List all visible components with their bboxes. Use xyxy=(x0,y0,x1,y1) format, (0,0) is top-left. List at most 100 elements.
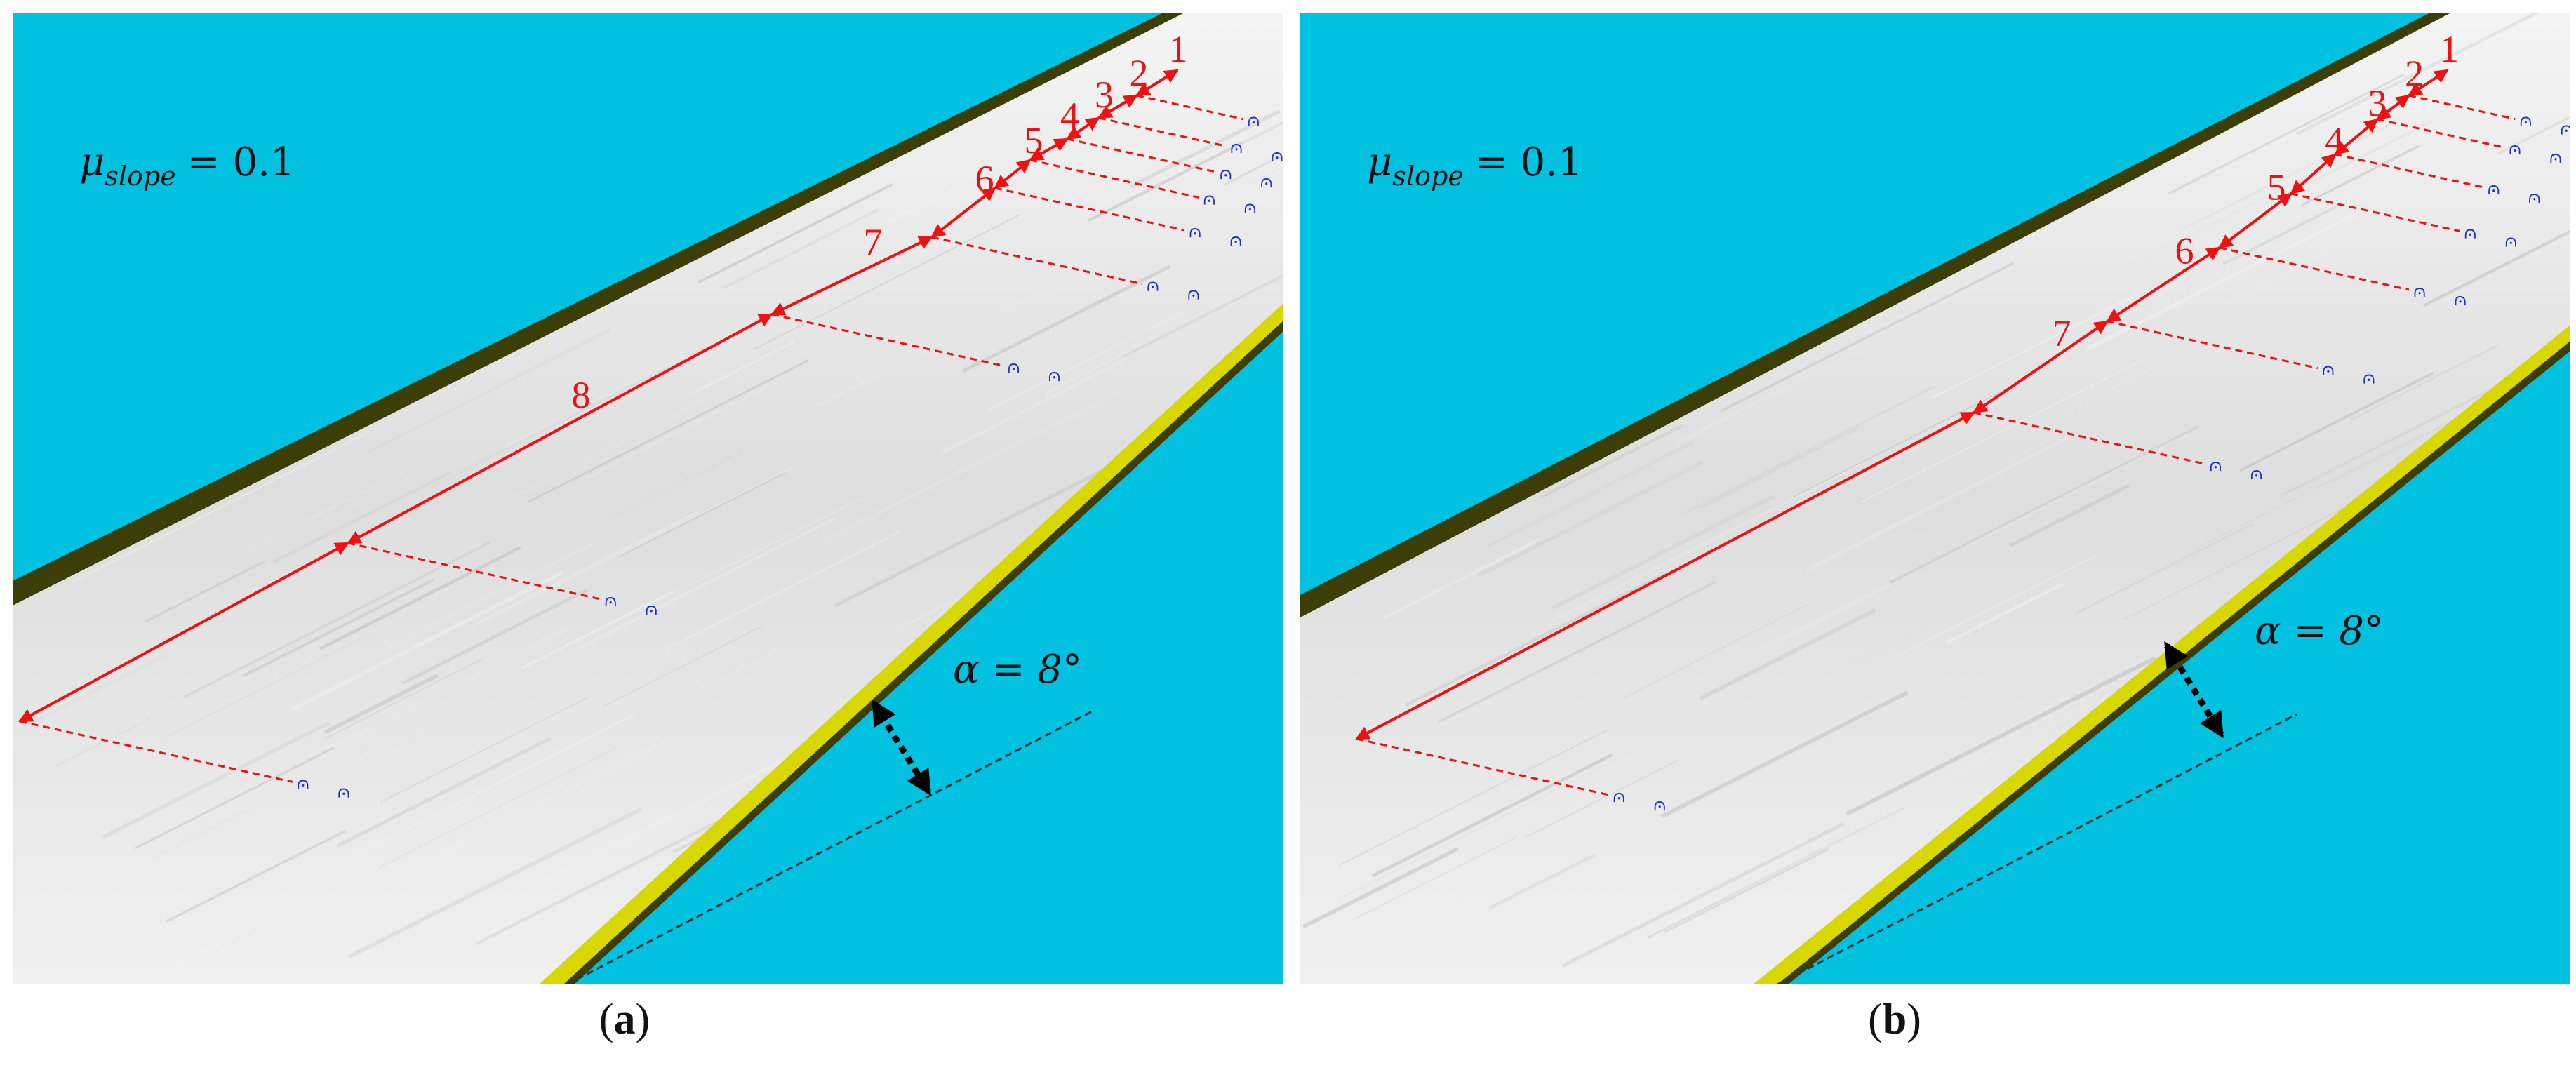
trajectory-segment xyxy=(347,313,773,544)
trajectory-segment xyxy=(930,187,996,239)
segment-label: 4 xyxy=(2325,119,2344,161)
segment-label: 6 xyxy=(975,158,994,200)
alpha-label: α = 8° xyxy=(953,647,1082,693)
rock-marker: ⩀ xyxy=(2549,147,2562,168)
offset-dash xyxy=(1029,159,1199,199)
mu-label: μslope= 0.1 xyxy=(1367,140,1583,192)
rock-marker: ⩀ xyxy=(2504,230,2517,251)
segment-label: 5 xyxy=(1025,119,1043,161)
trajectory-segment xyxy=(18,542,349,723)
segment-label: 2 xyxy=(2405,53,2424,95)
rock-marker: ⩀ xyxy=(2322,359,2335,380)
trajectory-segment xyxy=(770,236,933,316)
offset-dash xyxy=(2335,153,2483,189)
offset-dash xyxy=(931,236,1143,286)
caption-a: (a) xyxy=(599,996,650,1043)
offset-dash xyxy=(19,720,293,783)
horizontal-reference-line xyxy=(566,709,1094,984)
offset-dash xyxy=(1067,138,1215,173)
segment-label: 7 xyxy=(864,221,883,263)
mu-label: μslope= 0.1 xyxy=(79,140,295,192)
trajectory-segment xyxy=(2334,118,2379,156)
segment-label: 1 xyxy=(1169,28,1188,70)
alpha-label: α = 8° xyxy=(2255,608,2384,654)
trajectory-segment xyxy=(994,159,1032,189)
offset-dash xyxy=(994,187,1185,232)
rock-marker: ⩀ xyxy=(645,598,658,620)
trajectory-segment xyxy=(1097,94,1138,119)
rock-marker: ⩀ xyxy=(1613,786,1625,807)
segment-label: 5 xyxy=(2267,166,2286,208)
rock-marker: ⩀ xyxy=(2488,178,2500,199)
rock-marker: ⩀ xyxy=(2509,138,2521,159)
offset-dash xyxy=(1973,411,2205,465)
rock-marker: ⩀ xyxy=(2519,110,2532,131)
segment-label: 8 xyxy=(572,374,591,416)
rock-marker: ⩀ xyxy=(1007,356,1020,377)
rock-marker: ⩀ xyxy=(1271,145,1283,166)
rock-marker: ⩀ xyxy=(2528,187,2541,208)
offset-dash xyxy=(2377,118,2505,149)
segment-label: 6 xyxy=(2175,230,2194,272)
trajectory-segment xyxy=(2106,246,2221,323)
rock-marker: ⩀ xyxy=(2560,119,2570,140)
rock-marker: ⩀ xyxy=(2363,368,2375,389)
segment-label: 4 xyxy=(1060,95,1079,137)
offset-dash xyxy=(347,542,601,601)
rock-marker: ⩀ xyxy=(604,590,617,611)
rock-marker: ⩀ xyxy=(1203,188,1215,209)
trajectory-segment xyxy=(2408,69,2449,97)
rock-marker: ⩀ xyxy=(1247,110,1260,131)
trajectory-segment xyxy=(1066,116,1100,140)
rock-marker: ⩀ xyxy=(1260,171,1273,192)
offset-dash xyxy=(2408,94,2516,121)
trajectory-segment xyxy=(1973,320,2109,414)
caption-b: (b) xyxy=(1868,996,1921,1043)
rock-marker: ⩀ xyxy=(1229,229,1242,250)
trajectory-segment xyxy=(1355,411,1975,740)
trajectory-segment xyxy=(1135,69,1179,97)
rock-marker: ⩀ xyxy=(297,773,309,794)
angle-arrow xyxy=(2164,641,2224,739)
rock-marker: ⩀ xyxy=(1187,283,1200,305)
segment-label: 3 xyxy=(2368,82,2387,124)
rock-marker: ⩀ xyxy=(1048,365,1060,386)
rock-marker: ⩀ xyxy=(1189,221,1201,242)
segment-label: 2 xyxy=(1130,52,1149,94)
offset-dash xyxy=(1136,94,1243,121)
segment-label: 3 xyxy=(1095,74,1114,116)
rock-marker: ⩀ xyxy=(1653,794,1666,815)
offset-dash xyxy=(2290,192,2460,232)
trajectory-segment xyxy=(1029,138,1069,161)
offset-dash xyxy=(2107,320,2318,370)
rock-marker: ⩀ xyxy=(338,781,350,802)
trajectory-segment xyxy=(2218,192,2293,249)
segment-label: 7 xyxy=(2053,312,2071,354)
rock-marker: ⩀ xyxy=(1230,137,1243,158)
rock-marker: ⩀ xyxy=(1147,275,1159,296)
trajectory-segment xyxy=(2290,153,2337,195)
rock-marker: ⩀ xyxy=(2464,222,2476,243)
horizontal-reference-line xyxy=(1777,713,2297,984)
rock-marker: ⩀ xyxy=(2250,463,2262,484)
upper-guard-rail xyxy=(13,13,1184,606)
trajectory-segment xyxy=(2376,94,2410,121)
offset-dash xyxy=(1098,116,1227,147)
offset-dash xyxy=(1356,737,1609,796)
offset-dash xyxy=(2219,246,2410,291)
lower-guard-rail xyxy=(539,304,1283,984)
rock-marker: ⩀ xyxy=(1220,163,1232,184)
angle-arrow xyxy=(872,699,931,796)
rock-marker: ⩀ xyxy=(2413,281,2426,302)
rock-marker: ⩀ xyxy=(1243,196,1256,218)
segment-label: 1 xyxy=(2440,28,2459,70)
rock-marker: ⩀ xyxy=(2209,455,2222,476)
lower-guard-rail xyxy=(1753,325,2570,984)
rock-marker: ⩀ xyxy=(2454,289,2467,310)
